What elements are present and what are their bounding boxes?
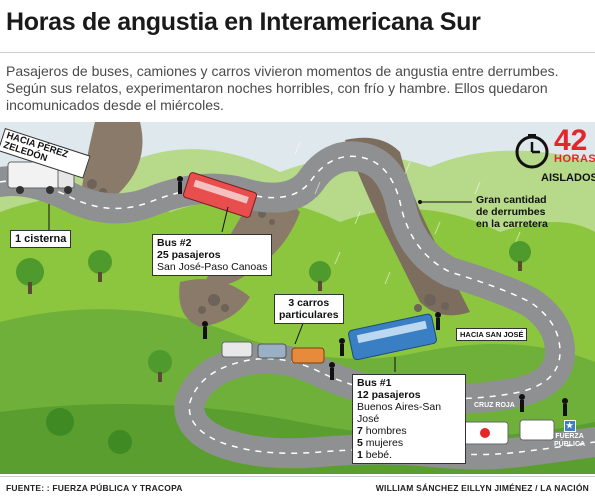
author-credit: WILLIAM SÁNCHEZ EILLYN JIMÉNEZ / LA NACI…	[375, 483, 589, 493]
cars-callout: 3 carros particulares	[274, 294, 344, 324]
intro-text: Pasajeros de buses, camiones y carros vi…	[6, 63, 591, 114]
landslide-callout: Gran cantidad de derrumbes en la carrete…	[476, 194, 548, 230]
police-star-icon: ★	[563, 420, 576, 432]
hours-unit: HORAS	[554, 153, 595, 165]
intro-line: Pasajeros de buses, camiones y carros vi…	[6, 63, 559, 79]
intro-line: incomunicados desde el miércoles.	[6, 97, 224, 113]
landslide-line: de derrumbes	[476, 206, 546, 218]
bus-1-men: hombres	[365, 425, 407, 437]
bus-2	[182, 172, 258, 218]
landslide-callout-dot	[418, 200, 422, 204]
police-line: FUERZA	[555, 433, 584, 440]
landslide-line: en la carretera	[476, 218, 548, 230]
bus-2-title: Bus #2	[157, 237, 192, 249]
bus-1-route: José	[357, 413, 380, 425]
direction-sanjose-text: HACIA SAN JOSÉ	[460, 330, 524, 339]
three-cars	[221, 341, 325, 364]
page-title: Horas de angustia en Interamericana Sur	[6, 8, 481, 36]
bus-1-route: Buenos Aires-San	[357, 401, 442, 413]
bus-1-women: mujeres	[365, 437, 404, 449]
bus-1-baby-count: 1	[357, 449, 363, 461]
intro-line: Según sus relatos, experimentaron noches…	[6, 80, 548, 96]
bus-1-women-count: 5	[357, 437, 363, 449]
police-line: PÚBLICA	[554, 441, 586, 448]
landslide-illustration: HACIA PÉREZ ZELEDÓN 42 HORAS AISLADOS Gr…	[0, 122, 595, 474]
bus-1	[348, 313, 437, 361]
people	[177, 176, 568, 416]
bus-1-passengers: 12 pasajeros	[357, 389, 421, 401]
cisterna-label: 1 cisterna	[10, 230, 72, 248]
footer-divider	[0, 476, 595, 477]
bus-1-baby: bebé.	[365, 449, 393, 461]
trees	[16, 241, 531, 454]
red-cross-label: CRUZ ROJA	[474, 402, 515, 409]
rain	[294, 141, 521, 285]
bus-2-callout: Bus #2 25 pasajeros San José-Paso Canoas	[152, 234, 273, 276]
cisterna-text: 1 cisterna	[15, 233, 67, 245]
rescue-vehicles	[461, 419, 555, 445]
bus-1-callout: Bus #1 12 pasajeros Buenos Aires-San Jos…	[352, 374, 466, 464]
red-cross-text: CRUZ ROJA	[474, 402, 515, 409]
landslide-line: Gran cantidad	[476, 194, 547, 206]
bus-2-passengers: 25 pasajeros	[157, 249, 221, 261]
direction-sanjose-label: HACIA SAN JOSÉ	[456, 328, 528, 341]
title-divider	[0, 52, 595, 53]
isolated-label: AISLADOS	[541, 172, 595, 184]
bus-1-title: Bus #1	[357, 377, 392, 389]
bus-1-men-count: 7	[357, 425, 363, 437]
police-label: ★ FUERZA PÚBLICA	[554, 420, 585, 449]
bus-2-route: San José-Paso Canoas	[157, 261, 268, 273]
footer: FUENTE: : FUERZA PÚBLICA Y TRACOPA WILLI…	[0, 474, 595, 499]
source-credit: FUENTE: : FUERZA PÚBLICA Y TRACOPA	[6, 483, 183, 493]
cars-line: particulares	[279, 309, 339, 321]
hours-number: 42	[554, 124, 588, 157]
hours-indicator: 42 HORAS AISLADOS	[514, 124, 595, 184]
cars-line: 3 carros	[288, 297, 330, 309]
clock-icon	[515, 134, 549, 169]
